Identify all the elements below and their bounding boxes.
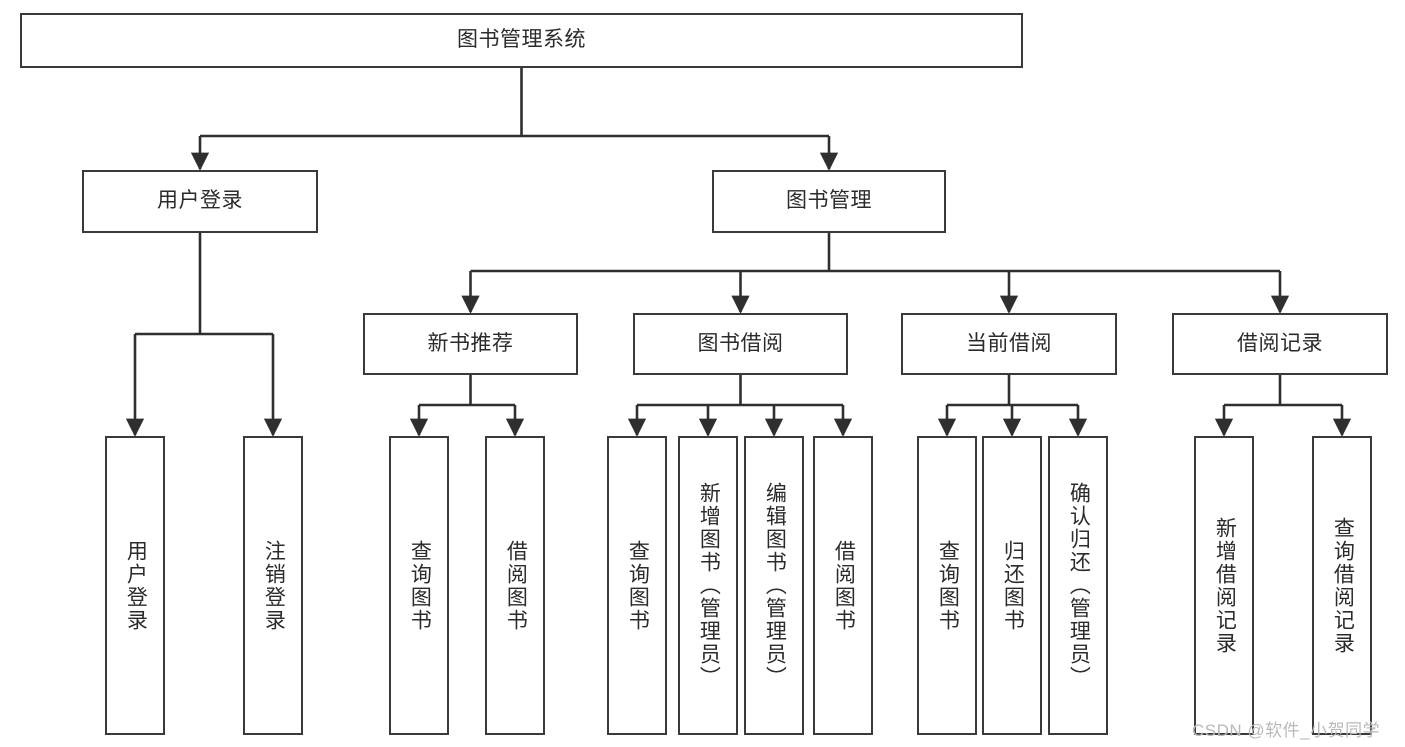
csdn-watermark: CSDN @软件_小贺同学: [1192, 721, 1381, 740]
node-label: 查询图书: [626, 539, 650, 632]
node-label: 用户登录: [157, 189, 243, 213]
node-label: 借阅图书: [832, 539, 856, 632]
node-root[interactable]: 图书管理系统: [20, 13, 1023, 68]
node-label: 归还图书: [1001, 539, 1025, 632]
node-label: 图书管理系统: [457, 28, 586, 52]
node-label: 注销登录: [262, 539, 286, 632]
node-leaf-borrow-book-2[interactable]: 借阅图书: [813, 436, 873, 735]
node-leaf-edit-book-admin[interactable]: 编辑图书（管理员）: [744, 436, 804, 735]
node-leaf-add-book-admin[interactable]: 新增图书（管理员）: [678, 436, 738, 735]
node-label: 用户登录: [124, 539, 148, 632]
node-label: 查询图书: [936, 539, 960, 632]
node-new-book-recommend[interactable]: 新书推荐: [363, 313, 578, 375]
node-label: 借阅记录: [1237, 331, 1323, 355]
node-leaf-query-book-3[interactable]: 查询图书: [917, 436, 977, 735]
node-label: 当前借阅: [966, 331, 1052, 355]
node-leaf-confirm-return-admin[interactable]: 确认归还（管理员）: [1048, 436, 1108, 735]
node-leaf-add-borrow-record[interactable]: 新增借阅记录: [1194, 436, 1254, 735]
node-leaf-query-book-1[interactable]: 查询图书: [389, 436, 449, 735]
node-label: 确认归还（管理员）: [1067, 482, 1091, 689]
node-label: 图书管理: [786, 189, 872, 213]
node-label: 查询图书: [408, 539, 432, 632]
node-label: 新增图书（管理员）: [697, 482, 721, 689]
node-book-borrow[interactable]: 图书借阅: [633, 313, 848, 375]
node-leaf-query-book-2[interactable]: 查询图书: [607, 436, 667, 735]
node-book-manage[interactable]: 图书管理: [712, 170, 946, 233]
node-leaf-user-logout[interactable]: 注销登录: [243, 436, 303, 735]
node-label: 编辑图书（管理员）: [763, 482, 787, 689]
node-leaf-query-borrow-record[interactable]: 查询借阅记录: [1312, 436, 1372, 735]
node-label: 图书借阅: [697, 331, 784, 355]
node-leaf-user-login[interactable]: 用户登录: [105, 436, 165, 735]
node-label: 借阅图书: [504, 539, 528, 632]
node-label: 查询借阅记录: [1331, 516, 1355, 655]
node-leaf-borrow-book-1[interactable]: 借阅图书: [485, 436, 545, 735]
node-label: 新书推荐: [427, 331, 514, 355]
node-label: 新增借阅记录: [1213, 516, 1237, 655]
node-current-borrow[interactable]: 当前借阅: [901, 313, 1117, 375]
node-leaf-return-book[interactable]: 归还图书: [982, 436, 1042, 735]
node-user-login[interactable]: 用户登录: [82, 170, 318, 233]
node-borrow-record[interactable]: 借阅记录: [1172, 313, 1388, 375]
